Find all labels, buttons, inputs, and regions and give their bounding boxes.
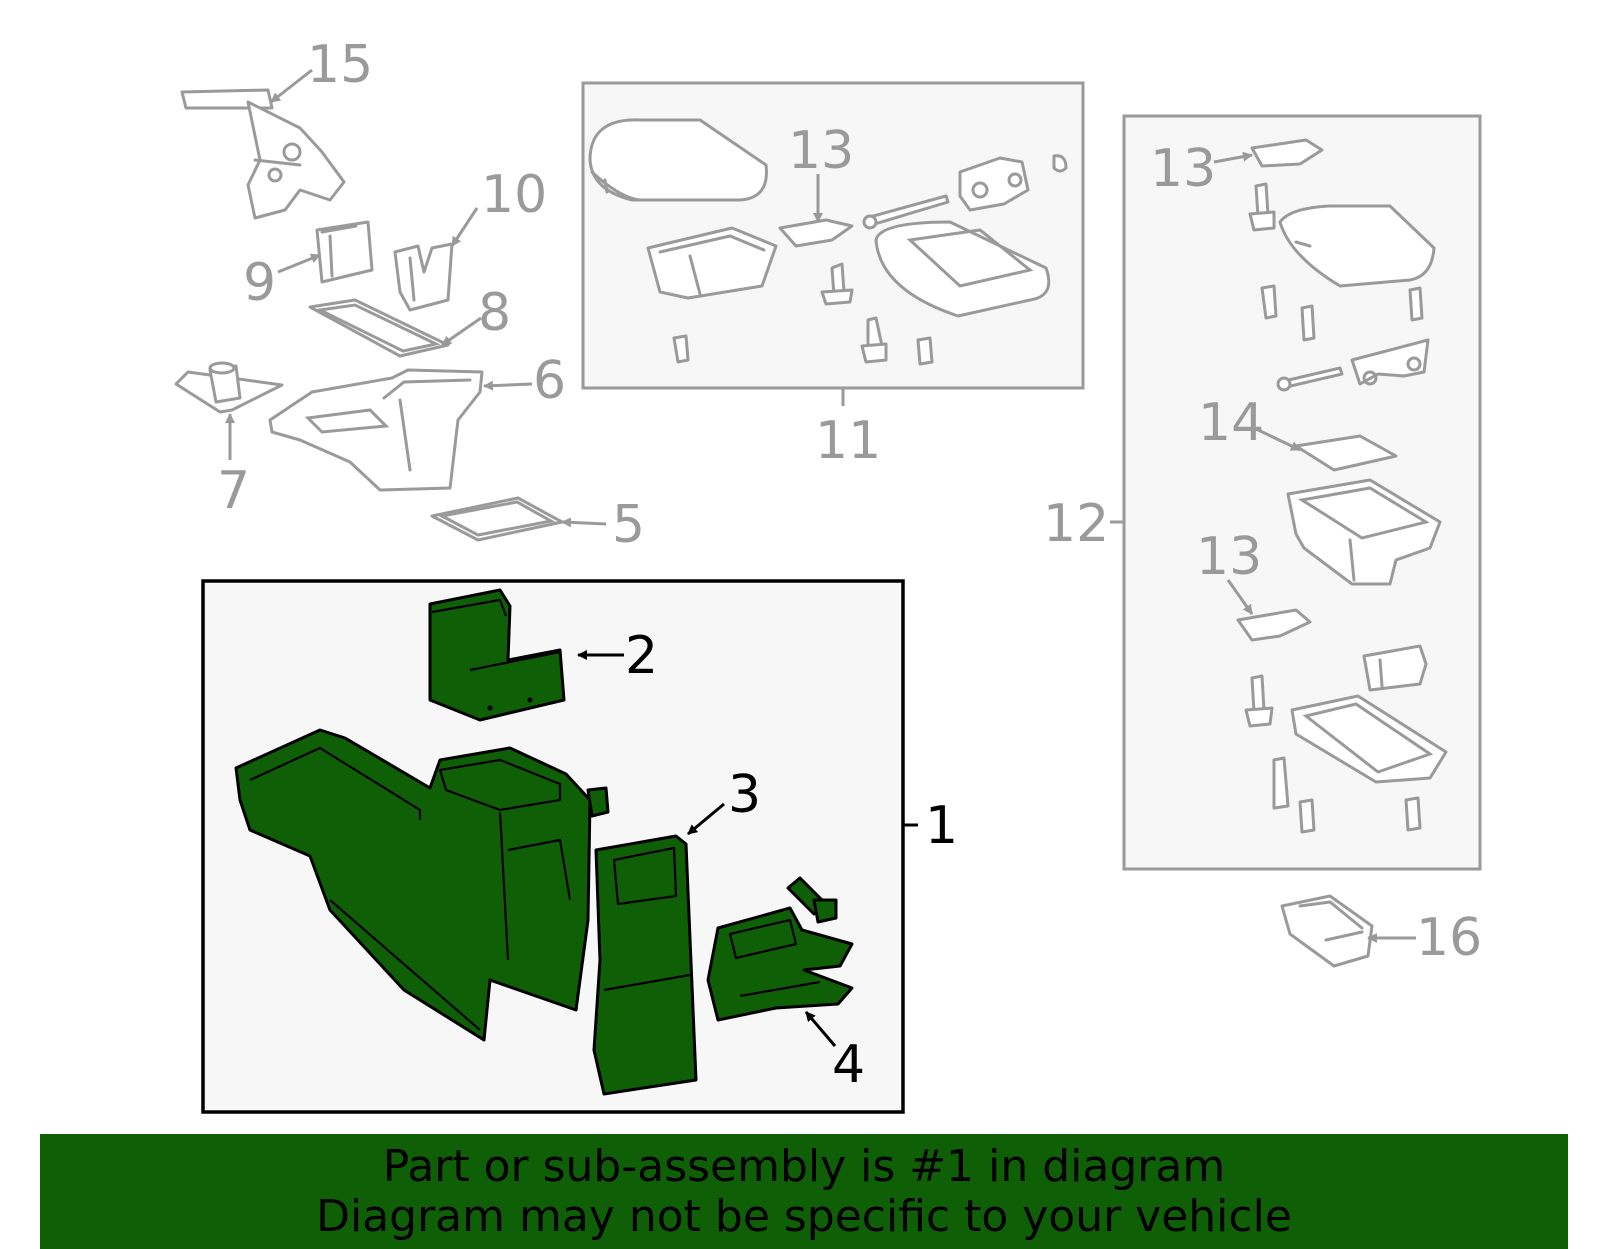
bracket-clip-part[interactable] bbox=[393, 242, 454, 312]
callout-3: 3 bbox=[728, 765, 761, 825]
rear-panel-part-3[interactable] bbox=[592, 834, 698, 1096]
callout-11: 11 bbox=[815, 411, 881, 471]
banner-line-1: Part or sub-assembly is #1 in diagram bbox=[382, 1141, 1226, 1192]
tray-mat-part[interactable] bbox=[308, 298, 450, 358]
bolt-part[interactable] bbox=[786, 876, 838, 924]
armrest-lid-part[interactable] bbox=[588, 118, 768, 202]
callout-4: 4 bbox=[832, 1035, 865, 1095]
hinge-pin-part[interactable] bbox=[862, 194, 950, 230]
callout-16: 16 bbox=[1416, 908, 1482, 968]
screws-group-11[interactable] bbox=[672, 262, 934, 366]
hinge-bracket-part[interactable] bbox=[958, 154, 1068, 212]
shift-bezel-part[interactable] bbox=[174, 361, 284, 414]
callout-10: 10 bbox=[481, 165, 547, 225]
hinge-assembly-12-part[interactable] bbox=[1276, 338, 1430, 392]
upper-console-panel-part[interactable] bbox=[268, 368, 484, 492]
callout-5: 5 bbox=[612, 495, 645, 555]
small-clip-part[interactable] bbox=[586, 786, 610, 818]
callout-13-group-12-top: 13 bbox=[1150, 139, 1216, 199]
callout-2: 2 bbox=[625, 626, 658, 686]
armrest-base-part[interactable] bbox=[874, 220, 1051, 318]
callout-15: 15 bbox=[307, 35, 373, 95]
banner-line-2: Diagram may not be specific to your vehi… bbox=[316, 1191, 1292, 1242]
console-pad-part[interactable] bbox=[430, 496, 564, 542]
pad-14-part[interactable] bbox=[1294, 434, 1398, 472]
parking-brake-lever-part[interactable] bbox=[180, 88, 346, 220]
console-box-part[interactable] bbox=[234, 728, 592, 1042]
info-banner: Part or sub-assembly is #1 in diagram Di… bbox=[40, 1134, 1568, 1249]
callout-13-group-12-lower: 13 bbox=[1196, 527, 1262, 587]
hinge-bracket-12-part[interactable] bbox=[1362, 644, 1428, 692]
rear-cup-holder-part-4[interactable] bbox=[706, 906, 854, 1022]
leader-lines bbox=[225, 68, 1416, 1047]
screws-group-12-upper[interactable] bbox=[1248, 182, 1424, 342]
callout-6: 6 bbox=[533, 351, 566, 411]
cup-holder-insert-part-2[interactable] bbox=[428, 588, 566, 722]
storage-tray-12-part[interactable] bbox=[1286, 478, 1442, 586]
armrest-base-12-part[interactable] bbox=[1290, 694, 1448, 784]
callout-9: 9 bbox=[243, 253, 276, 313]
switch-bezel-part[interactable] bbox=[315, 220, 374, 284]
latch-part-13-top[interactable] bbox=[1250, 138, 1324, 168]
screws-group-12-lower[interactable] bbox=[1244, 674, 1422, 834]
latch-part-13-lower[interactable] bbox=[1236, 608, 1312, 642]
armrest-inner-tray-part[interactable] bbox=[646, 226, 778, 300]
callout-13-group-11: 13 bbox=[788, 121, 854, 181]
switch-16-part[interactable] bbox=[1280, 894, 1374, 968]
callout-14: 14 bbox=[1198, 393, 1264, 453]
callout-7: 7 bbox=[217, 461, 250, 521]
callout-12: 12 bbox=[1043, 494, 1109, 554]
callout-1: 1 bbox=[925, 796, 958, 856]
armrest-lid-12-part[interactable] bbox=[1278, 204, 1436, 288]
callout-8: 8 bbox=[478, 283, 511, 343]
